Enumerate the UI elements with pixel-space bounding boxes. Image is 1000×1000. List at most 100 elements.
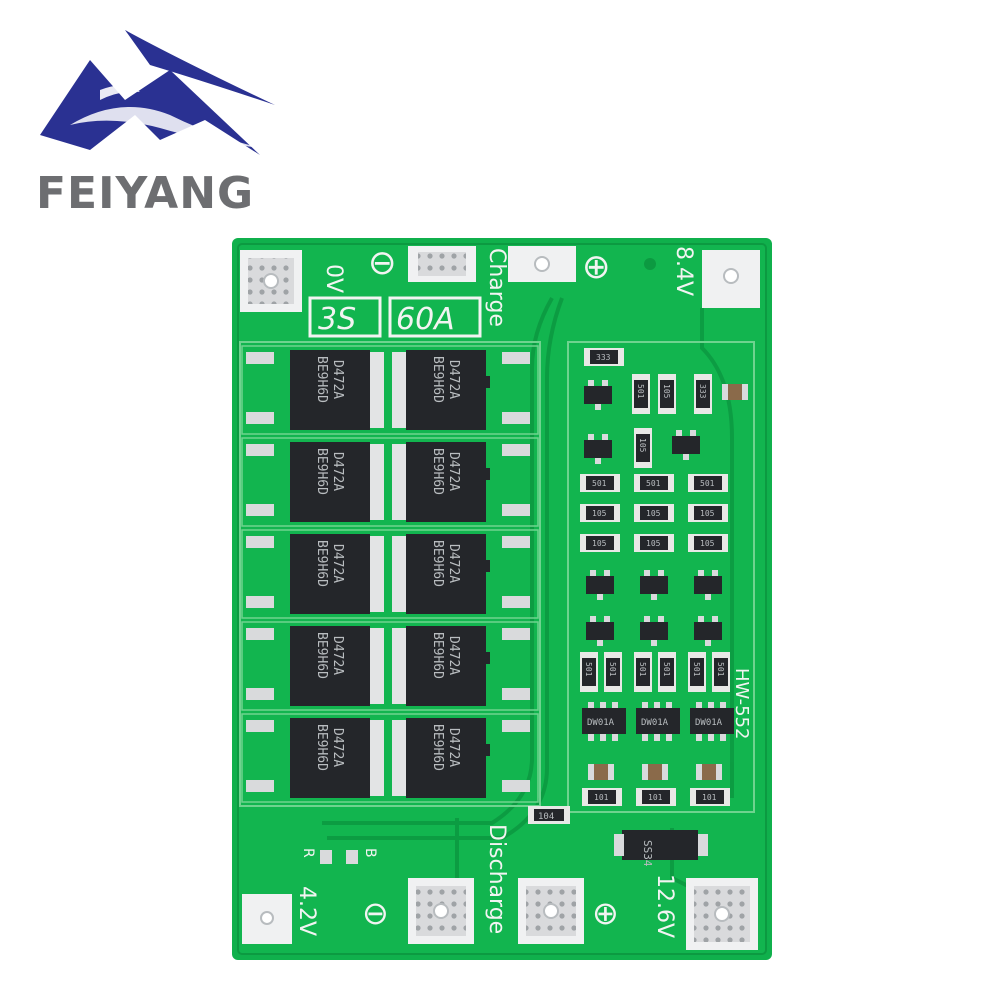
resistor-code: 105 — [700, 509, 715, 518]
smd-transistor — [694, 570, 722, 600]
smd-transistor — [640, 570, 668, 600]
resistor-code: 105 — [646, 539, 661, 548]
mosfet-marking-line1: D472A — [330, 544, 345, 583]
label-discharge: Discharge — [484, 824, 509, 934]
resistor-code: 105 — [638, 438, 647, 453]
smd-resistor: 501 — [712, 652, 730, 692]
resistor-code: 101 — [594, 793, 609, 802]
smd-resistor: 101 — [690, 788, 730, 806]
corner-mark-r: R — [300, 848, 316, 858]
mosfet-marking-line1: D472A — [446, 360, 461, 399]
smd-resistor: 501 — [632, 374, 650, 414]
resistor-code: 101 — [648, 793, 663, 802]
mosfet-marking-line1: D472A — [330, 360, 345, 399]
smd-transistor — [586, 570, 614, 600]
minus-symbol-bottom: ⊖ — [362, 894, 389, 932]
mosfet-marking-line1: D472A — [446, 728, 461, 767]
smd-resistor: 501 — [580, 474, 620, 492]
smd-capacitor — [696, 764, 722, 780]
ic-marking: DW01A — [695, 718, 723, 728]
smd-resistor: 105 — [658, 374, 676, 414]
minus-symbol-top: ⊖ — [368, 243, 397, 283]
label-charge: Charge — [484, 248, 509, 327]
resistor-code: 501 — [700, 479, 715, 488]
smd-resistor: 501 — [604, 652, 622, 692]
resistor-code: 105 — [662, 384, 671, 399]
smd-transistor — [640, 616, 668, 646]
protection-ic: DW01A — [582, 702, 626, 741]
resistor-code: 501 — [716, 662, 725, 677]
mosfet-marking-line2: BE9H6D — [430, 540, 445, 587]
resistor-code: 501 — [692, 662, 701, 677]
resistor-code: 333 — [596, 353, 611, 362]
label-series: 3S — [318, 302, 356, 337]
mosfet-marking-line1: D472A — [446, 452, 461, 491]
diode-marking: SS34 — [641, 840, 654, 867]
smd-resistor: 501 — [688, 652, 706, 692]
smd-resistor: 105 — [688, 504, 728, 522]
mosfet-marking-line1: D472A — [330, 728, 345, 767]
resistor-code: 501 — [592, 479, 607, 488]
mosfet-marking-line1: D472A — [446, 636, 461, 675]
mosfet-marking-line2: BE9H6D — [314, 540, 329, 587]
protection-ic: DW01A — [636, 702, 680, 741]
resistor-code: 105 — [700, 539, 715, 548]
smd-capacitor — [722, 384, 748, 400]
label-0v: 0V — [321, 264, 346, 293]
resistor-code: 501 — [584, 662, 593, 677]
smd-capacitor — [642, 764, 668, 780]
plus-symbol-top: ⊕ — [582, 247, 611, 287]
mosfet-marking-line1: D472A — [330, 452, 345, 491]
resistor-code: 501 — [662, 662, 671, 677]
ic-marking: DW01A — [641, 718, 669, 728]
smd-resistor: 101 — [582, 788, 622, 806]
resistor-code: 105 — [592, 539, 607, 548]
resistor-code: 501 — [638, 662, 647, 677]
mosfet-marking-line2: BE9H6D — [430, 632, 445, 679]
resistor-code: 501 — [646, 479, 661, 488]
smd-resistor: 501 — [634, 652, 652, 692]
mosfet-marking-line2: BE9H6D — [314, 632, 329, 679]
resistor-code: 105 — [646, 509, 661, 518]
resistor-code: 501 — [636, 384, 645, 399]
plus-symbol-bottom: ⊕ — [592, 894, 619, 932]
smd-transistor — [672, 430, 700, 460]
smd-resistor: 333 — [694, 374, 712, 414]
smd-resistor: 105 — [634, 504, 674, 522]
resistor-104-code: 104 — [538, 812, 554, 822]
mosfet-marking-line2: BE9H6D — [314, 448, 329, 495]
smd-capacitor — [588, 764, 614, 780]
resistor-code: 501 — [608, 662, 617, 677]
corner-mark-b: B — [362, 848, 378, 858]
smd-resistor: 333 — [584, 348, 624, 366]
label-current: 60A — [396, 302, 455, 337]
resistor-code: 333 — [698, 384, 707, 399]
smd-resistor: 501 — [688, 474, 728, 492]
smd-resistor: 101 — [636, 788, 676, 806]
resistor-code: 101 — [702, 793, 717, 802]
smd-transistor — [694, 616, 722, 646]
protection-ic: DW01A — [690, 702, 734, 741]
resistor-code: 105 — [592, 509, 607, 518]
mosfet-marking-line2: BE9H6D — [430, 448, 445, 495]
brand-name: FEIYANG — [36, 168, 255, 219]
smd-resistor: 501 — [658, 652, 676, 692]
mosfet-marking-line1: D472A — [330, 636, 345, 675]
smd-resistor: 105 — [688, 534, 728, 552]
mosfet-marking-line2: BE9H6D — [314, 724, 329, 771]
mosfet-marking-line1: D472A — [446, 544, 461, 583]
label-4-2v: 4.2V — [294, 886, 319, 936]
smd-resistor: 105 — [634, 428, 652, 468]
smd-transistor — [586, 616, 614, 646]
brand-logo-icon — [40, 30, 275, 155]
